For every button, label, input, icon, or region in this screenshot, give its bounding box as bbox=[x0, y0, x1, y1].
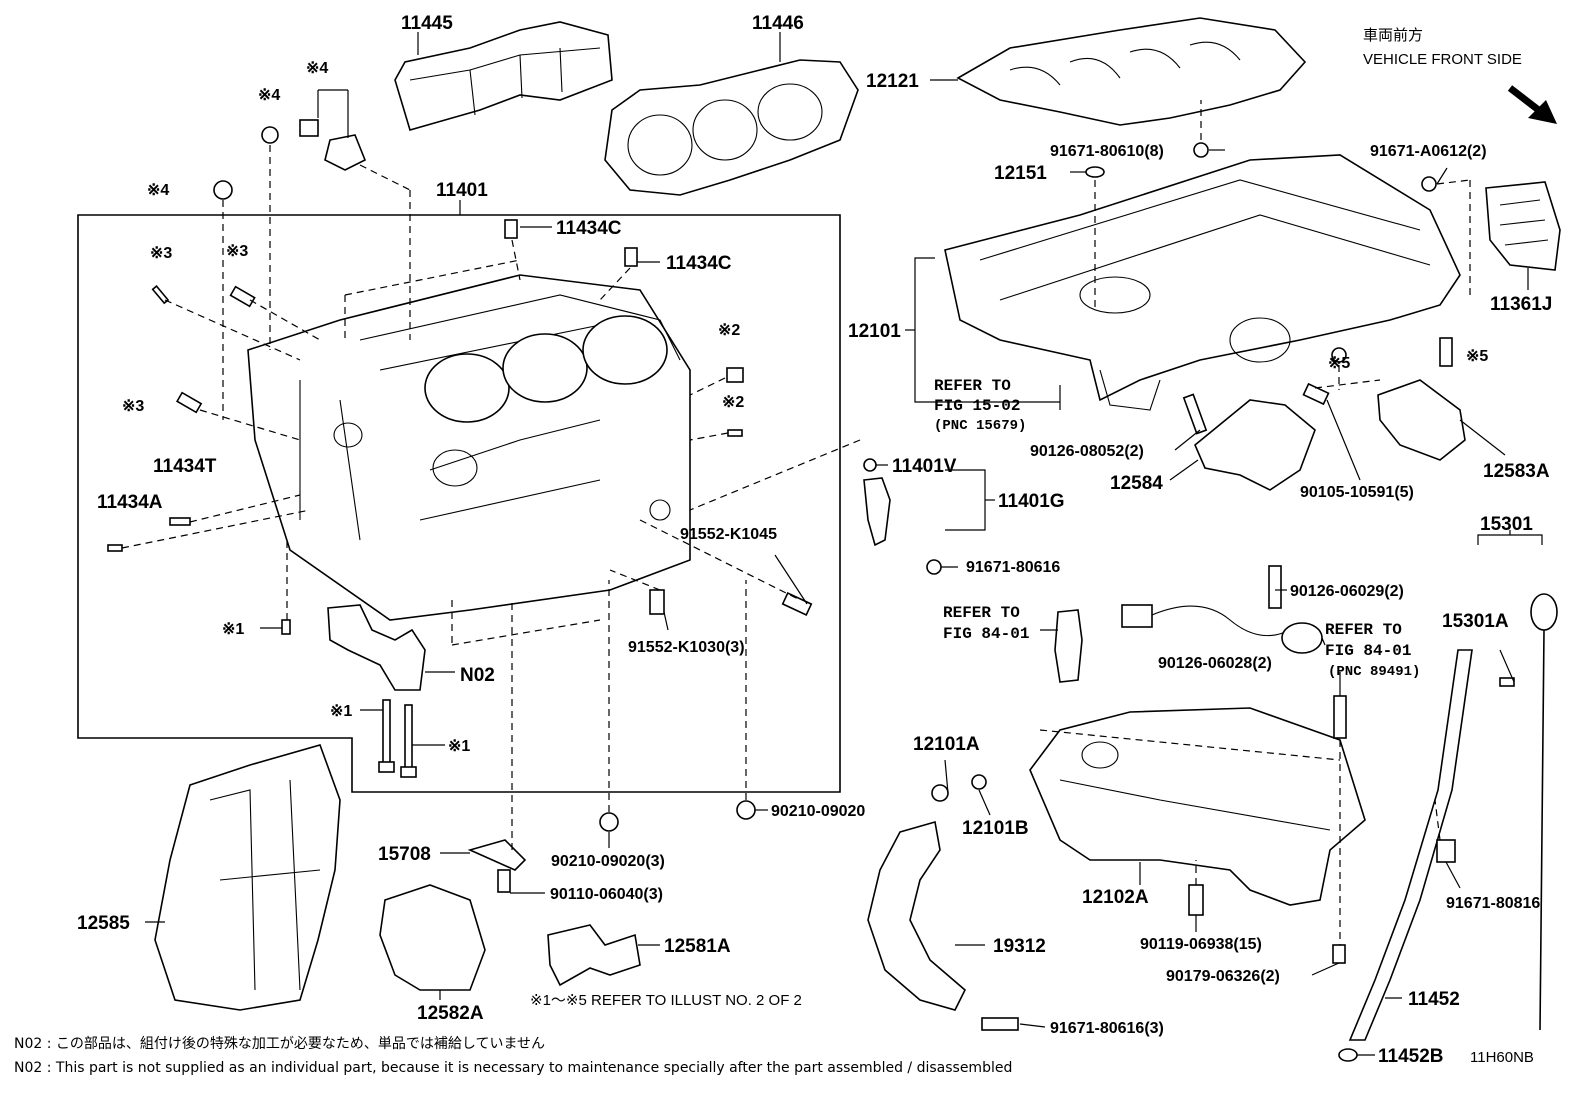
oil-level-sensor-shape[interactable] bbox=[1121, 604, 1323, 654]
refer-fig84a-line1[interactable]: REFER TO bbox=[943, 604, 1020, 622]
part-11452b-ring-shape[interactable] bbox=[1338, 1048, 1358, 1062]
part-15301-dipstick-shape[interactable] bbox=[1530, 593, 1558, 1031]
label-11446[interactable]: 11446 bbox=[752, 13, 804, 34]
refer-fig84b-line1[interactable]: REFER TO bbox=[1325, 621, 1402, 639]
label-12582a[interactable]: 12582A bbox=[417, 1003, 484, 1024]
label-11434a[interactable]: 11434A bbox=[97, 492, 163, 513]
label-12102a[interactable]: 12102A bbox=[1082, 887, 1149, 908]
part-12583a-shape[interactable] bbox=[1377, 379, 1466, 461]
part-12584-shape[interactable] bbox=[1194, 399, 1316, 491]
figure-code: 11H60NB bbox=[1470, 1049, 1534, 1066]
direction-label-en: VEHICLE FRONT SIDE bbox=[1363, 51, 1522, 68]
label-19312[interactable]: 19312 bbox=[993, 936, 1046, 957]
dashed-guide-lines bbox=[121, 100, 1471, 945]
label-90126-06029[interactable]: 90126-06029(2) bbox=[1290, 583, 1404, 600]
refer-fig15-line3[interactable]: (PNC 15679) bbox=[934, 418, 1026, 434]
mark-5: ※5 bbox=[1328, 355, 1350, 372]
assembly-frame-11401 bbox=[77, 214, 841, 793]
mark-1: ※1 bbox=[330, 703, 352, 720]
leader-lines bbox=[260, 89, 1515, 1056]
mark-4: ※4 bbox=[258, 87, 280, 104]
part-19312-shape[interactable] bbox=[867, 820, 966, 1011]
mark-2: ※2 bbox=[722, 394, 744, 411]
vehicle-front-arrow-icon bbox=[1507, 85, 1557, 124]
refer-fig84a-line2[interactable]: FIG 84-01 bbox=[943, 625, 1029, 643]
part-11401-cylinder-block-shape[interactable] bbox=[247, 274, 691, 621]
label-12101a[interactable]: 12101A bbox=[913, 734, 980, 755]
label-11361j[interactable]: 11361J bbox=[1490, 294, 1552, 315]
label-90126-06028[interactable]: 90126-06028(2) bbox=[1158, 655, 1272, 672]
label-91552-k1045[interactable]: 91552-K1045 bbox=[680, 526, 777, 543]
illustration-note: ※1～※5 REFER TO ILLUST NO. 2 OF 2 bbox=[530, 992, 802, 1009]
label-11434c-2[interactable]: 11434C bbox=[666, 253, 732, 274]
label-12101b[interactable]: 12101B bbox=[962, 818, 1029, 839]
gasket-fig84-shape[interactable] bbox=[1054, 609, 1083, 683]
refer-fig15-line1[interactable]: REFER TO bbox=[934, 377, 1011, 395]
label-12151[interactable]: 12151 bbox=[994, 163, 1047, 184]
label-90210-09020-3[interactable]: 90210-09020(3) bbox=[551, 853, 665, 870]
label-15301a[interactable]: 15301A bbox=[1442, 611, 1509, 632]
refer-fig84b-line3[interactable]: (PNC 89491) bbox=[1328, 664, 1420, 680]
part-11446-shape[interactable] bbox=[604, 59, 859, 196]
part-11445-shape[interactable] bbox=[394, 21, 613, 131]
mark-2: ※2 bbox=[718, 322, 740, 339]
label-11401g[interactable]: 11401G bbox=[998, 491, 1065, 512]
part-12581a-shape[interactable] bbox=[547, 924, 641, 987]
mark-3: ※3 bbox=[150, 245, 172, 262]
label-12101[interactable]: 12101 bbox=[848, 321, 901, 342]
footnote-jp: N02 : この部品は、組付け後の特殊な加工が必要なため、単品では補給していませ… bbox=[14, 1036, 545, 1052]
part-11452-guide-tube-shape[interactable] bbox=[1348, 649, 1473, 1041]
label-91552-k1030[interactable]: 91552-K1030(3) bbox=[628, 639, 745, 656]
label-11434c-1[interactable]: 11434C bbox=[556, 218, 622, 239]
part-n02-bearing-cap-shape[interactable] bbox=[327, 604, 426, 691]
label-91671-80616[interactable]: 91671-80616 bbox=[966, 559, 1060, 576]
label-90110-06040[interactable]: 90110-06040(3) bbox=[550, 886, 663, 903]
direction-label-jp: 車両前方 bbox=[1363, 27, 1423, 44]
label-91671-80610[interactable]: 91671-80610(8) bbox=[1050, 143, 1164, 160]
part-11401g-shape[interactable] bbox=[863, 477, 891, 547]
mark-1: ※1 bbox=[222, 621, 244, 638]
label-11434t[interactable]: 11434T bbox=[153, 456, 217, 477]
label-12585[interactable]: 12585 bbox=[77, 913, 130, 934]
label-12584[interactable]: 12584 bbox=[1110, 473, 1163, 494]
label-91671-a0612[interactable]: 91671-A0612(2) bbox=[1370, 143, 1487, 160]
label-90210-09020[interactable]: 90210-09020 bbox=[771, 803, 865, 820]
label-90105-10591[interactable]: 90105-10591(5) bbox=[1300, 484, 1414, 501]
label-91671-80816[interactable]: 91671-80816 bbox=[1446, 895, 1540, 912]
mark-4: ※4 bbox=[306, 60, 328, 77]
mark-3: ※3 bbox=[122, 398, 144, 415]
label-11452[interactable]: 11452 bbox=[1408, 989, 1460, 1010]
part-12582a-shape[interactable] bbox=[379, 884, 486, 991]
label-15708[interactable]: 15708 bbox=[378, 844, 431, 865]
mark-3: ※3 bbox=[226, 243, 248, 260]
label-11401[interactable]: 11401 bbox=[436, 180, 488, 201]
part-12102a-shape[interactable] bbox=[1029, 707, 1366, 906]
mark-1: ※1 bbox=[448, 738, 470, 755]
label-91671-80616-3[interactable]: 91671-80616(3) bbox=[1050, 1020, 1164, 1037]
label-90119-06938[interactable]: 90119-06938(15) bbox=[1140, 936, 1262, 953]
label-12583a[interactable]: 12583A bbox=[1483, 461, 1550, 482]
refer-fig84b-line2[interactable]: FIG 84-01 bbox=[1325, 642, 1411, 660]
label-11452b[interactable]: 11452B bbox=[1378, 1046, 1444, 1067]
label-11445[interactable]: 11445 bbox=[401, 13, 453, 34]
fastener-shapes[interactable] bbox=[107, 119, 1515, 1031]
label-90179-06326[interactable]: 90179-06326(2) bbox=[1166, 968, 1280, 985]
bolt-shapes-n02[interactable] bbox=[378, 699, 417, 778]
mark-5: ※5 bbox=[1466, 348, 1488, 365]
mark-4: ※4 bbox=[147, 182, 169, 199]
part-12101-shape[interactable] bbox=[944, 154, 1461, 411]
label-90126-08052[interactable]: 90126-08052(2) bbox=[1030, 443, 1144, 460]
label-11401v[interactable]: 11401V bbox=[892, 456, 957, 477]
refer-fig15-line2[interactable]: FIG 15-02 bbox=[934, 397, 1020, 415]
part-11361j-shape[interactable] bbox=[1485, 181, 1561, 271]
label-12121[interactable]: 12121 bbox=[866, 71, 919, 92]
part-12121-shape[interactable] bbox=[956, 17, 1307, 126]
label-15301[interactable]: 15301 bbox=[1480, 514, 1533, 535]
footnote-en: N02 : This part is not supplied as an in… bbox=[14, 1060, 1012, 1076]
label-12581a[interactable]: 12581A bbox=[664, 936, 731, 957]
label-n02[interactable]: N02 bbox=[460, 665, 495, 686]
